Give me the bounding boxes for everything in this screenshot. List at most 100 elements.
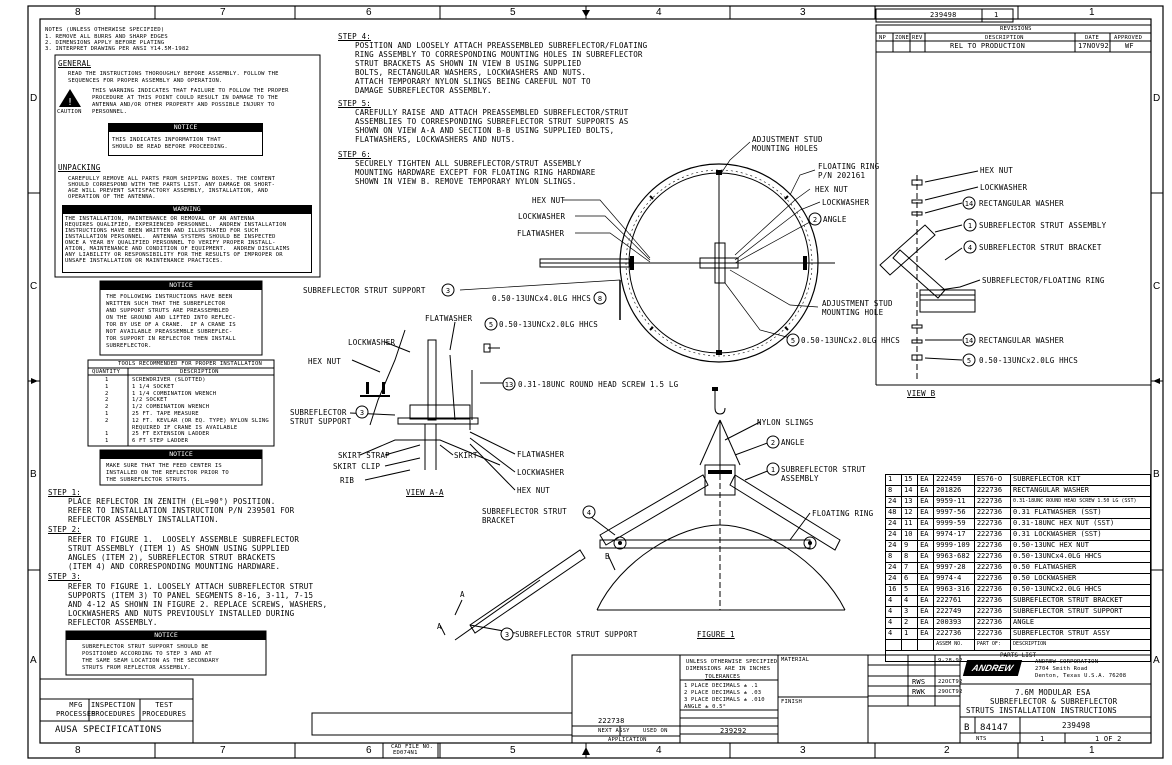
zone-left-c: C [30, 281, 38, 292]
step-6-line-2: MOUNTING HARDWARE EXCEPT FOR FLOATING RI… [355, 168, 596, 177]
tools-row-qty: 2 [105, 417, 109, 424]
tol-line-2: 2 PLACE DECIMALS ± .03 [684, 690, 762, 696]
label-hex-nut-ring: HEX NUT [815, 185, 849, 194]
parts-cell: EA [917, 573, 935, 585]
scale-value: NTS [976, 736, 987, 742]
next-assy-value: 222738 [598, 717, 625, 725]
tol-head-1: UNLESS OTHERWISE SPECIFIED [686, 659, 778, 665]
test-procedures: TEST PROCEDURES [142, 701, 187, 718]
parts-header-row: ASSEM NO.PART OF:DESCRIPTION [884, 639, 1151, 651]
rev-desc: REL TO PRODUCTION [950, 42, 1026, 50]
warning-line-6: ATION, MAINTENANCE AND CONDITION OF EQUI… [65, 246, 290, 252]
parts-cell: EA [917, 606, 935, 618]
unpack-line-2: SHOULD CORRESPOND WITH THE PARTS LIST. A… [68, 182, 276, 188]
parts-cell: 9999-59 [933, 518, 975, 530]
parts-cell: 9963-316 [933, 584, 975, 596]
label-floating-ring-fig: FLOATING RING [812, 509, 874, 518]
parts-cell: 9997-56 [933, 507, 975, 519]
tools-row-desc: 1 1/4 SOCKET [132, 383, 175, 390]
balloon-14b: 14 [965, 337, 973, 345]
zone-bot-6: 6 [366, 745, 372, 756]
balloon-5c: 5 [967, 357, 971, 365]
rev-h-rev: REV [912, 35, 923, 41]
notice-bar-2: NOTICE [100, 281, 262, 290]
notes-3: 3. INTERPRET DRAWING PER ANSI Y14.5M-198… [45, 46, 189, 52]
notice-3-line-3: THE SUBREFLECTOR STRUTS. [106, 477, 191, 483]
balloon-13: 13 [505, 381, 513, 389]
step-2-line-4: (ITEM 4) AND CORRESPONDING MOUNTING HARD… [68, 562, 281, 571]
label-section-a1: A [460, 590, 465, 599]
label-flatwasher-aa2: FLATWASHER [517, 450, 565, 459]
warning-line-7: ANY LIABILITY OR RESPONSIBILITY FOR THE … [65, 252, 283, 258]
balloon-3b: 3 [360, 409, 364, 417]
notice-3-line-1: MAKE SURE THAT THE FEED CENTER IS [106, 463, 222, 469]
parts-cell: 9997-28 [933, 562, 975, 574]
parts-header-cell [884, 639, 903, 651]
balloon-2b: 2 [771, 439, 775, 447]
label-strut-bracket-1: SUBREFLECTOR STRUT [482, 507, 567, 516]
parts-cell: 0.31 LOCKWASHER (SST) [1010, 529, 1151, 541]
notice-2-line-7: TOR SUPPORT IN REFLECTOR THEN INSTALL [106, 336, 236, 342]
unpack-line-4: OPERATION OF THE ANTENNA. [68, 194, 156, 200]
material-label: MATERIAL [781, 657, 810, 663]
general-heading: GENERAL [58, 59, 92, 68]
balloon-3c: 3 [505, 631, 509, 639]
parts-cell: 222736 [973, 628, 1012, 640]
label-adj-stud-hole-1: ADJUSTMENT STUD [822, 299, 893, 308]
parts-cell: 222749 [933, 606, 975, 618]
caution-triangle-icon: ! [59, 89, 81, 108]
parts-cell: 222736 [973, 540, 1012, 552]
label-section-b: B [605, 552, 610, 561]
label-hex-nut-b: HEX NUT [980, 166, 1014, 175]
revisions-title: REVISIONS [1000, 26, 1032, 32]
parts-cell: 222736 [973, 507, 1012, 519]
step-3-line-4: LOCKWASHERS AND NUTS PREVIOUSLY INSTALLE… [68, 609, 295, 618]
warning-line-1: THE INSTALLATION, MAINTENANCE OR REMOVAL… [65, 216, 255, 222]
parts-cell: EA [917, 485, 935, 497]
parts-cell: 24 [884, 529, 903, 541]
step-3-line-1: REFER TO FIGURE 1. LOOSELY ATTACH SUBREF… [68, 582, 314, 591]
parts-header-cell: PART OF: [973, 639, 1012, 651]
step-2-line-1: REFER TO FIGURE 1. LOOSELY ASSEMBLE SUBR… [68, 535, 300, 544]
parts-cell: 201826 [933, 485, 975, 497]
label-skirt-strap: SKIRT STRAP [338, 451, 390, 460]
label-lockwasher-left: LOCKWASHER [518, 212, 566, 221]
balloon-5b: 5 [791, 337, 795, 345]
step-4-line-1: POSITION AND LOOSELY ATTACH PREASSEMBLED… [355, 41, 648, 50]
parts-cell: 0.31-18UNC HEX NUT (SST) [1010, 518, 1151, 530]
parts-cell: SUBREFLECTOR STRUT ASSY [1010, 628, 1151, 640]
parts-cell: 6 [901, 573, 919, 585]
balloon-8: 8 [598, 295, 602, 303]
zone-right-a: A [1153, 655, 1160, 666]
warning-bar: WARNING [62, 205, 312, 214]
warning-line-8: UNSAFE INSTALLATION OR MAINTENANCE PRACT… [65, 258, 224, 264]
parts-cell: 222736 [973, 529, 1012, 541]
parts-cell: 200393 [933, 617, 975, 629]
label-strut-support-aa-1: SUBREFLECTOR [290, 408, 347, 417]
mfg-processes: MFG PROCESSES [56, 701, 96, 718]
parts-cell: 9999-109 [933, 540, 975, 552]
tol-head-2: DIMENSIONS ARE IN INCHES [686, 666, 771, 672]
label-floating-ring-1: FLOATING RING [818, 162, 880, 171]
zone-top-3: 3 [800, 7, 806, 18]
label-strut-support-aa-2: STRUT SUPPORT [290, 417, 352, 426]
parts-cell: RECTANGULAR WASHER [1010, 485, 1151, 497]
label-screw-15: 0.31-18UNC ROUND HEAD SCREW 1.5 LG [518, 380, 679, 389]
zone-top-8: 8 [75, 7, 81, 18]
balloon-1b: 1 [968, 222, 972, 230]
step-5-line-3: SHOWN ON VIEW A-A AND SECTION B-B USING … [355, 126, 615, 135]
parts-cell: EA [917, 617, 935, 629]
parts-cell: 0.31 FLATWASHER (SST) [1010, 507, 1151, 519]
parts-cell: 222736 [973, 606, 1012, 618]
tools-row-qty: 2 [105, 397, 109, 404]
ausa-specifications: AUSA SPECIFICATIONS [55, 725, 162, 735]
label-skirt: SKIRT [454, 451, 478, 460]
parts-cell: 24 [884, 573, 903, 585]
